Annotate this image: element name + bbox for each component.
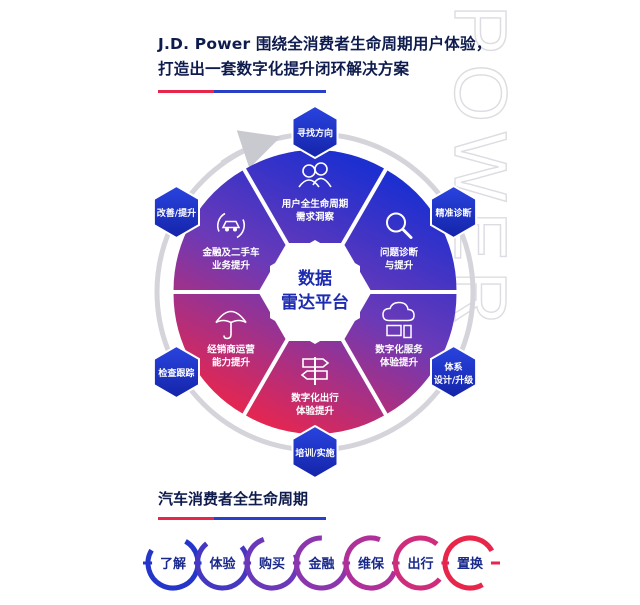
cycle-step-hexagon — [291, 424, 339, 480]
segment-label-line-2: 与提升 — [385, 260, 414, 272]
lifecycle-stage-ring — [195, 535, 250, 591]
cloud-devices-icon — [382, 301, 415, 339]
segment-shape — [246, 149, 384, 243]
segment-label-line-2: 体验提升 — [296, 405, 335, 417]
cycle-step-label-line-1: 精准诊断 — [436, 207, 472, 219]
segment-label-line-2: 体验提升 — [380, 357, 419, 369]
lifecycle-stage-label: 了解 — [160, 556, 186, 572]
center-label-line-2: 雷达平台 — [281, 292, 349, 313]
lifecycle-stage-label: 购买 — [259, 556, 285, 572]
cycle-step-4: 培训/实施 — [291, 424, 339, 480]
segment-label-line-1: 数字化服务 — [374, 344, 423, 356]
lifecycle-stage-ring — [393, 535, 448, 591]
segment-label-line-1: 问题诊断 — [380, 247, 419, 259]
car-cycle-icon — [216, 212, 246, 239]
lifecycle-stage: 了解 — [145, 535, 201, 591]
cycle-step-label-line-1: 培训/实施 — [295, 447, 334, 459]
cycle-step-hexagon — [291, 104, 339, 160]
page-title: J.D. Power 围绕全消费者生命周期用户体验， 打造出一套数字化提升闭环解… — [158, 32, 498, 82]
cycle-step-hexagon — [152, 344, 200, 400]
lifecycle-underline-blue — [214, 517, 326, 520]
center-label-line-1: 数据 — [298, 268, 332, 289]
segment-shape — [173, 294, 286, 414]
cycle-step-label-line-1: 检查跟踪 — [158, 367, 194, 379]
segment-label-line-1: 用户全生命周期 — [281, 198, 349, 210]
lifecycle-stages: 了解 体验 购买 金融 维保 出行 置换 — [143, 535, 500, 591]
lifecycle-stage-bg — [399, 542, 442, 584]
center-hexagon — [270, 240, 360, 344]
title-underline-red — [158, 90, 214, 93]
segment-label-line-1: 数字化出行 — [290, 392, 339, 404]
cycle-step-1: 寻找方向 — [291, 104, 339, 160]
cycle-step-hexagon — [430, 344, 478, 400]
lifecycle-stage-bg — [350, 542, 392, 584]
lifecycle-stage: 出行 — [393, 535, 448, 591]
lifecycle-stage-bg — [201, 542, 244, 584]
segment-label-line-2: 需求洞察 — [296, 211, 335, 223]
lifecycle-stage-bg — [449, 542, 491, 584]
lifecycle-stage: 购买 — [244, 535, 300, 591]
cycle-step-label-line-1: 体系 — [445, 361, 463, 373]
cycle-step-2: 精准诊断 — [430, 184, 478, 240]
lifecycle-stage-label: 金融 — [307, 556, 334, 572]
lifecycle-stage-bg — [251, 542, 293, 584]
segments-group: 用户全生命周期需求洞察问题诊断与提升数字化服务体验提升数字化出行体验提升经销商运… — [173, 149, 457, 434]
segment-shape — [173, 170, 286, 290]
lifecycle-underline-red — [158, 517, 214, 520]
lifecycle-stage-bg — [300, 542, 343, 584]
segment-label-line-2: 能力提升 — [212, 357, 251, 369]
cycle-step-hexagon — [430, 184, 478, 240]
segment-shape — [344, 294, 457, 414]
lifecycle-stage: 置换 — [442, 535, 498, 591]
cycle-step-label-line-2: 设计/升级 — [434, 374, 474, 386]
signpost-icon — [300, 357, 330, 385]
lifecycle-title: 汽车消费者全生命周期 — [158, 490, 309, 508]
cycle-step-label-line-1: 改善/提升 — [157, 207, 196, 219]
title-underline-blue — [214, 90, 326, 93]
lifecycle-stage-ring — [442, 535, 498, 591]
lifecycle-stage-label: 体验 — [209, 556, 236, 572]
users-icon — [298, 162, 332, 188]
segment-label-line-1: 经销商运营 — [207, 344, 255, 356]
lifecycle-stage-label: 维保 — [358, 556, 385, 572]
segment-label-line-1: 金融及二手车 — [201, 247, 260, 259]
lifecycle-stage: 金融 — [294, 535, 349, 591]
title-line-2: 打造出一套数字化提升闭环解决方案 — [158, 60, 410, 78]
lifecycle-stage-ring — [145, 535, 201, 591]
cycle-arrow — [220, 130, 281, 169]
cycle-step-6: 改善/提升 — [152, 184, 200, 240]
segment-shape — [246, 341, 384, 434]
lifecycle-stage: 体验 — [195, 535, 250, 591]
lifecycle-stage-bg — [152, 542, 194, 584]
cycle-step-hexagon — [152, 184, 200, 240]
magnifier-icon — [386, 212, 413, 239]
lifecycle-stage-label: 置换 — [457, 556, 484, 572]
cycle-step-label-line-1: 寻找方向 — [297, 127, 333, 139]
segment-label-line-2: 业务提升 — [212, 260, 251, 272]
cycle-step-5: 检查跟踪 — [152, 344, 200, 400]
umbrella-icon — [215, 310, 247, 340]
lifecycle-stage-label: 出行 — [407, 556, 433, 572]
title-line-1: J.D. Power 围绕全消费者生命周期用户体验， — [158, 35, 492, 53]
